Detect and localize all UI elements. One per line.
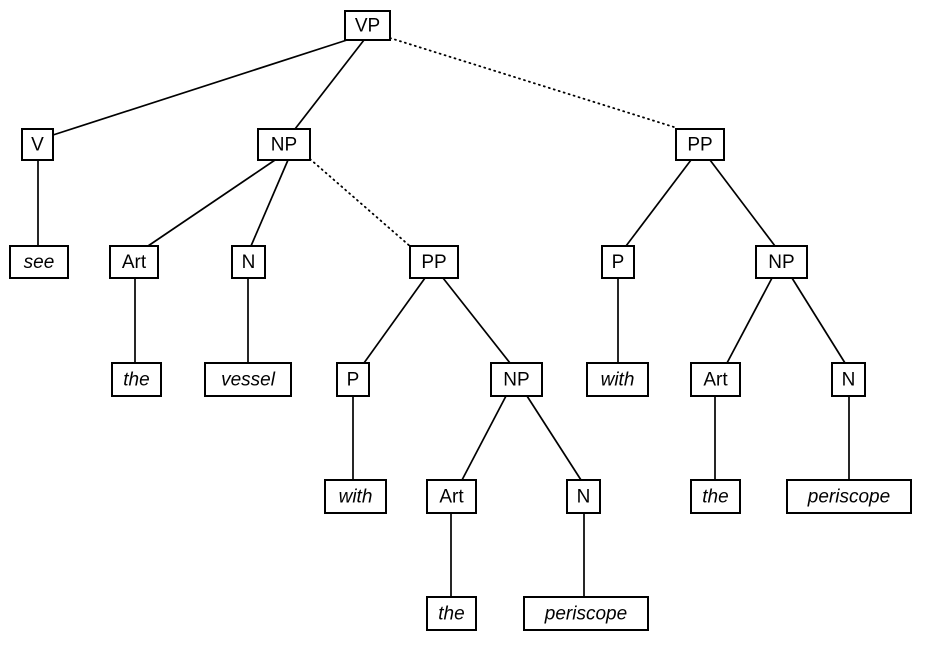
node-label-pp-mid: PP [421,252,446,273]
tree-node-art1: Art [109,245,159,279]
tree-node-p-mid: P [336,362,370,397]
tree-node-np-right: NP [755,245,808,279]
node-box-see [9,245,69,279]
node-box-the1 [111,362,162,397]
node-label-np-mid: NP [503,370,529,391]
node-box-periscope-r [786,479,912,514]
tree-edge-pp-r-np-r [709,159,776,247]
node-label-pp-right: PP [687,135,712,156]
tree-edge-np-r-n-r [791,277,846,364]
tree-node-the-right: the [690,479,741,514]
node-label-the-mid: the [438,604,464,625]
node-label-n1: N [242,252,256,273]
tree-node-the-mid: the [426,596,477,631]
node-label-n-mid: N [577,487,591,508]
tree-edge-pp-r-p-r [625,159,692,247]
tree-edge-np-mid-n-mid [526,395,582,481]
node-label-art1: Art [122,252,147,273]
node-box-with-mid [324,479,387,514]
node-box-n-mid [566,479,601,514]
node-box-art1 [109,245,159,279]
tree-node-art-mid: Art [426,479,477,514]
tree-edge-np1-n1 [250,159,289,247]
node-box-periscope-m [523,596,649,631]
node-label-art-right: Art [703,370,728,391]
node-label-with-right: with [601,370,635,391]
tree-node-n-right: N [831,362,866,397]
tree-edge-pp-mid-p-mid [363,277,426,364]
node-box-pp-mid [409,245,459,279]
tree-node-the1: the [111,362,162,397]
node-label-n-right: N [842,370,856,391]
node-box-np1 [257,128,311,161]
tree-node-see: see [9,245,69,279]
node-label-art-mid: Art [439,487,464,508]
tree-edge-vp-np1 [294,39,365,130]
node-label-see: see [24,252,55,273]
tree-node-p-right: P [601,245,635,279]
tree-edge-np1-art1 [147,159,276,247]
edge-layer [37,37,850,597]
node-label-v: V [31,135,44,156]
node-box-the-right [690,479,741,514]
node-label-with-mid: with [339,487,373,508]
node-box-np-right [755,245,808,279]
node-box-vessel [204,362,292,397]
tree-node-v: V [21,128,54,161]
node-label-np-right: NP [768,252,794,273]
tree-node-n1: N [231,245,266,279]
node-box-pp-right [675,128,725,161]
node-label-periscope-m: periscope [544,604,627,625]
node-label-periscope-r: periscope [807,487,890,508]
tree-node-n-mid: N [566,479,601,514]
tree-node-np-mid: NP [490,362,543,397]
tree-node-with-right: with [586,362,649,397]
tree-edge-vp-v [52,39,348,136]
tree-edge-np-mid-art-mid [461,395,507,481]
node-box-np-mid [490,362,543,397]
tree-edge-np-r-art-r [726,277,773,364]
tree-edge-np1-pp-mid [309,158,412,248]
node-label-vp: VP [355,16,380,37]
tree-edge-pp-mid-np-mid [442,277,511,364]
tree-node-vp: VP [344,10,391,41]
node-label-p-mid: P [347,370,360,391]
tree-node-np1: NP [257,128,311,161]
node-label-p-right: P [612,252,625,273]
node-box-n-right [831,362,866,397]
tree-node-pp-mid: PP [409,245,459,279]
node-box-art-right [690,362,741,397]
tree-node-periscope-r: periscope [786,479,912,514]
node-label-the-right: the [702,487,728,508]
tree-node-art-right: Art [690,362,741,397]
node-box-p-mid [336,362,370,397]
node-box-p-right [601,245,635,279]
tree-node-vessel: vessel [204,362,292,397]
node-box-n1 [231,245,266,279]
tree-edge-vp-pp-right [389,37,678,129]
node-label-np1: NP [271,135,297,156]
node-box-v [21,128,54,161]
tree-node-periscope-m: periscope [523,596,649,631]
node-box-with-right [586,362,649,397]
node-label-the1: the [123,370,149,391]
node-box-vp [344,10,391,41]
node-box-art-mid [426,479,477,514]
tree-node-with-mid: with [324,479,387,514]
node-box-the-mid [426,596,477,631]
node-label-vessel: vessel [221,370,276,391]
tree-node-pp-right: PP [675,128,725,161]
